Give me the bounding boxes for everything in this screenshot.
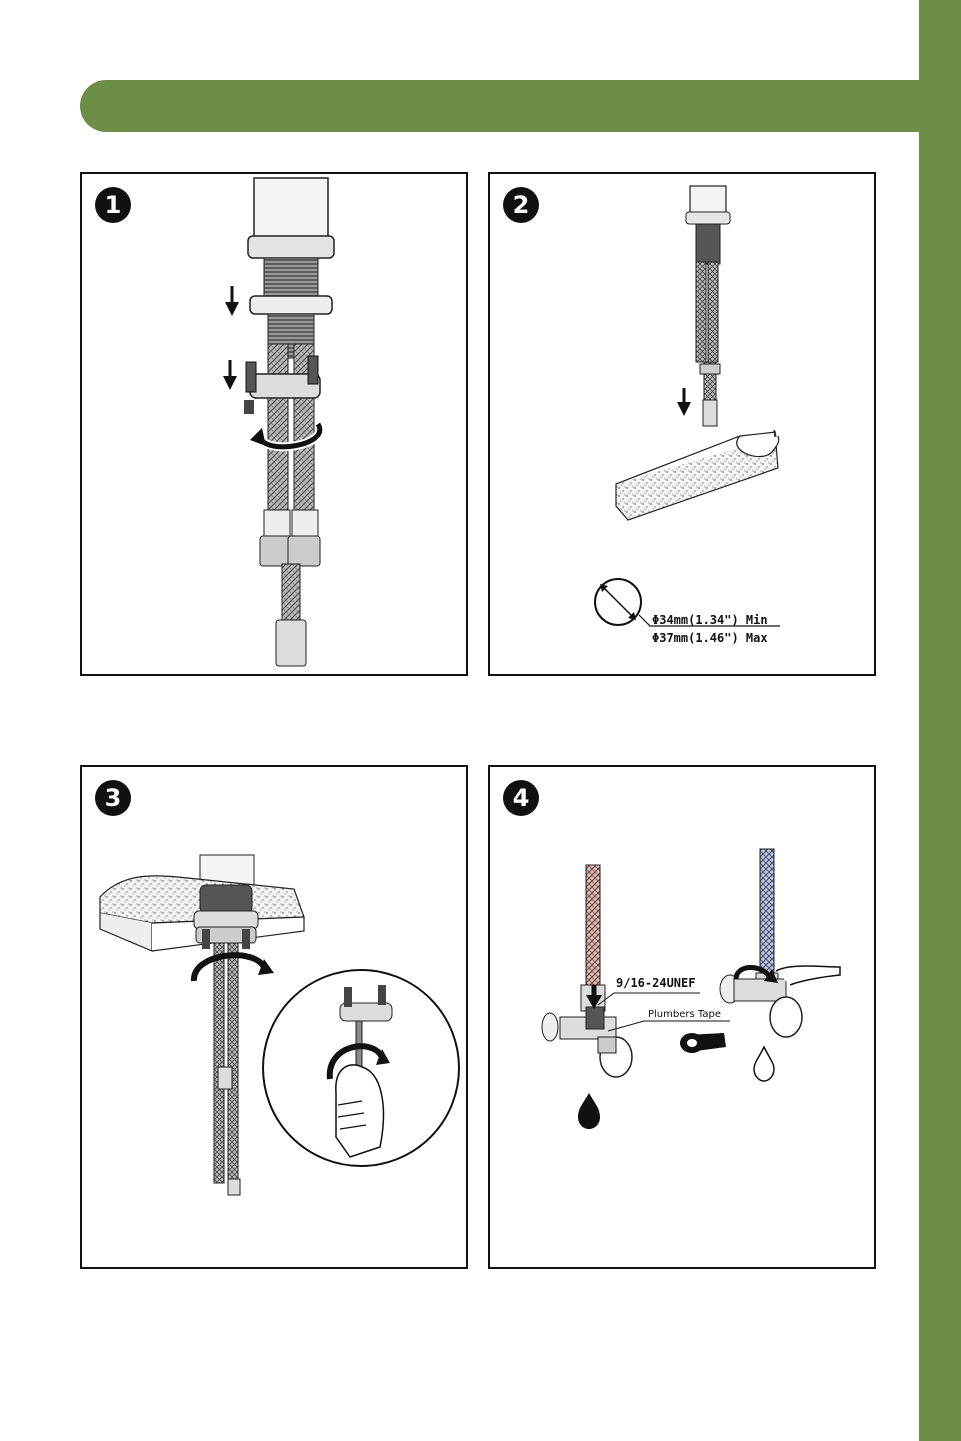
step-2-panel: 2 — [488, 172, 876, 676]
step-3-illustration — [82, 767, 468, 1269]
step-2-dim-max: Φ37mm(1.46") Max — [652, 631, 768, 645]
step-4-tape-label: Plumbers Tape — [648, 1009, 721, 1020]
step-3-panel: 3 — [80, 765, 468, 1269]
side-bar — [919, 0, 961, 1441]
step-4-illustration: 9/16-24UNEF Plumbers Tape — [490, 767, 876, 1269]
hot-water-drop-icon — [578, 1093, 600, 1129]
step-2-illustration: Φ34mm(1.34") Min Φ37mm(1.46") Max — [490, 174, 876, 676]
step-1-panel: 1 — [80, 172, 468, 676]
header-band — [80, 80, 919, 132]
plumbers-tape-icon — [680, 1033, 726, 1053]
step-4-thread-label: 9/16-24UNEF — [616, 976, 695, 990]
step-1-illustration — [82, 174, 468, 676]
down-arrow-icon — [677, 388, 691, 416]
step-2-dim-min: Φ34mm(1.34") Min — [652, 613, 768, 627]
cold-water-drop-icon — [754, 1047, 774, 1081]
down-arrow-icon — [223, 286, 239, 390]
step-4-panel: 4 9/16-24UNEF Plum — [488, 765, 876, 1269]
